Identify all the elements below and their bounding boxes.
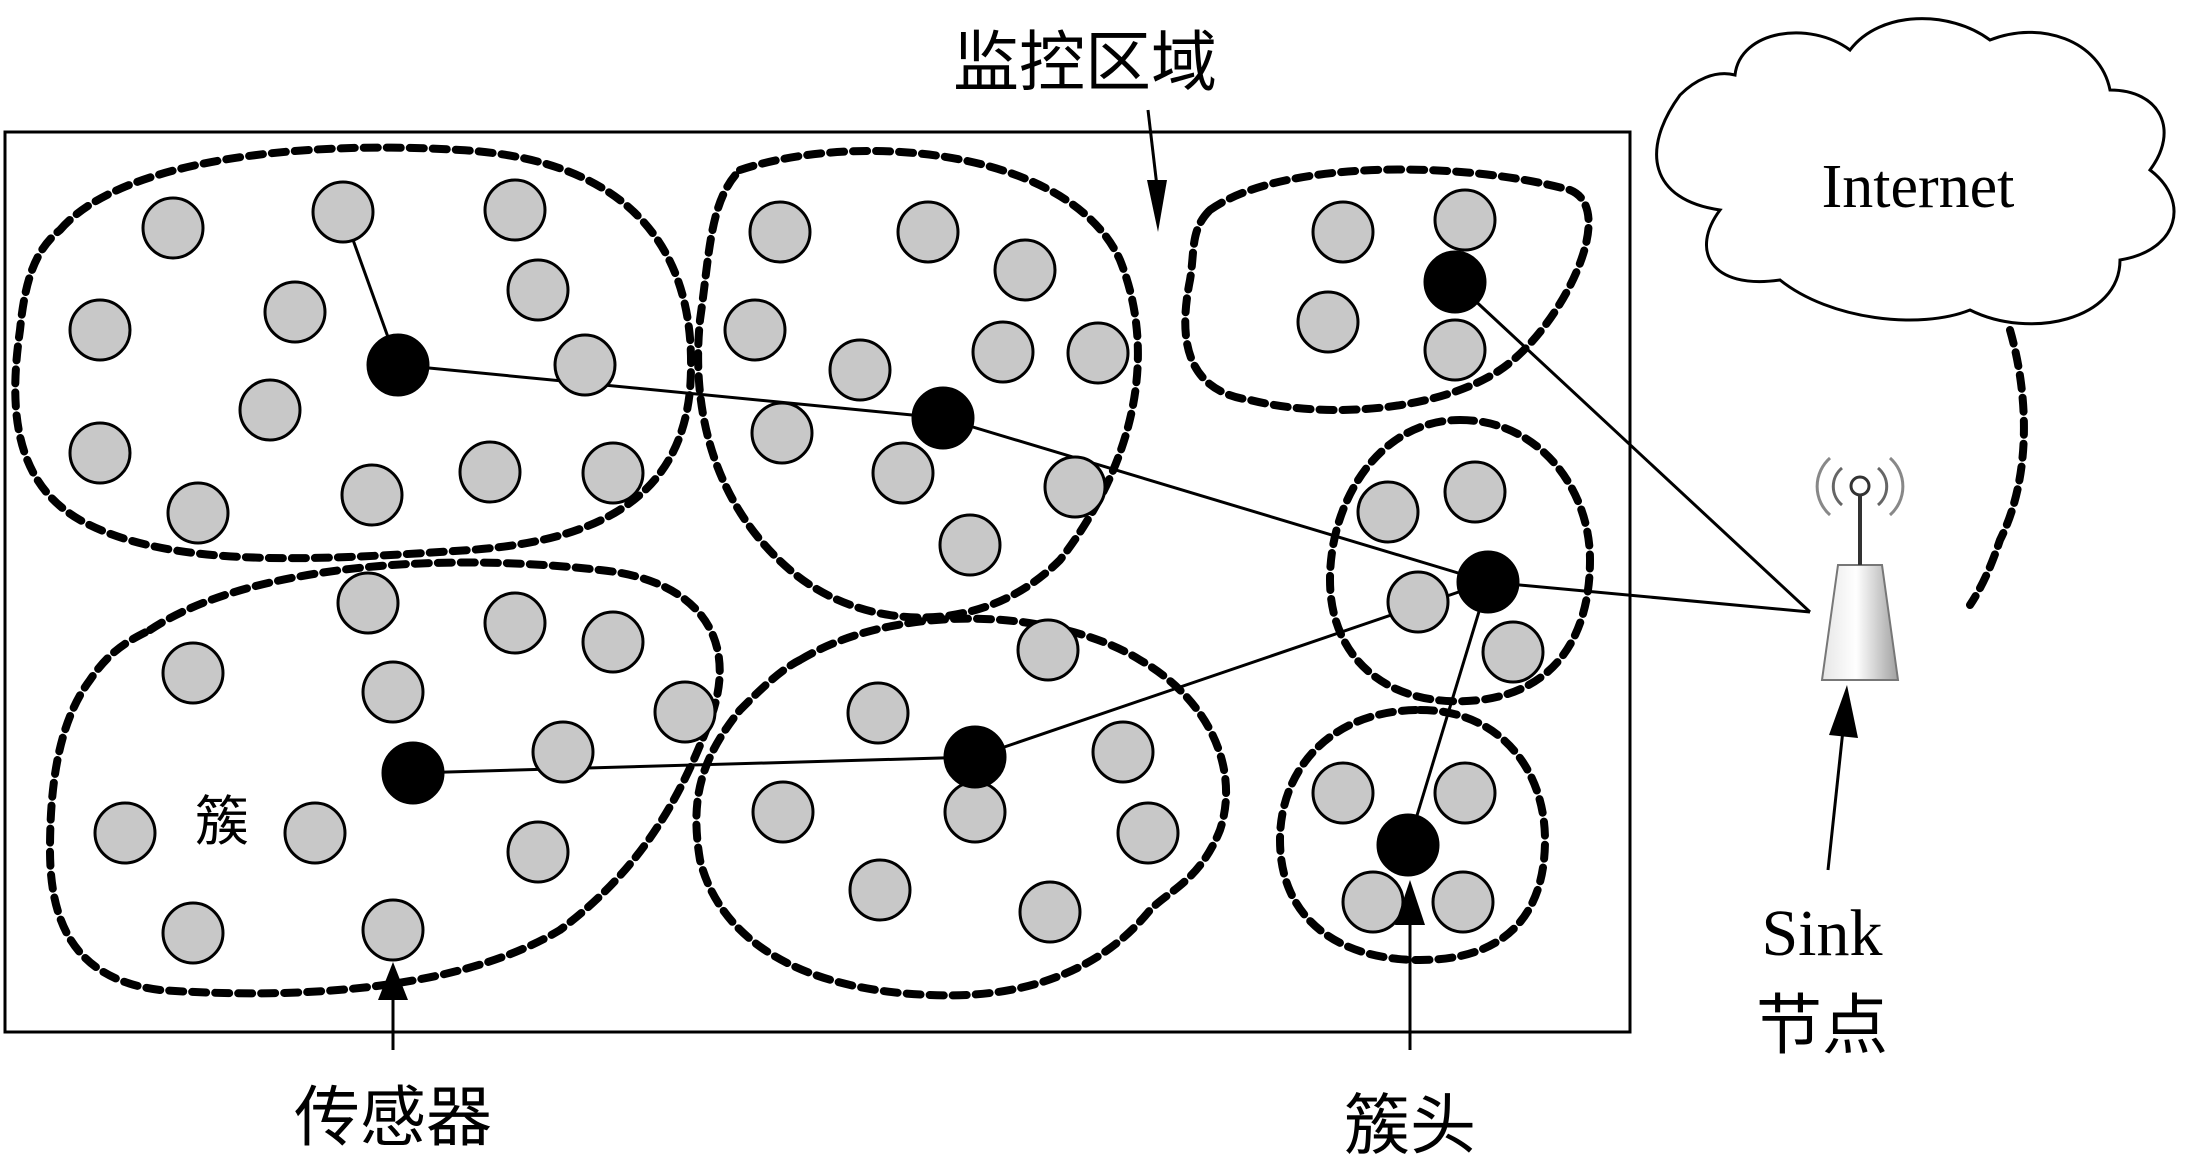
sensor-node — [553, 333, 617, 397]
link-head-5-to-head-6 — [412, 755, 976, 775]
cluster-head-node — [1376, 813, 1440, 877]
cluster-boundary-top-middle — [694, 147, 1142, 622]
cloud-to-sink-link — [1966, 326, 2028, 609]
sensor-label: 传感器 — [294, 1079, 492, 1156]
sensor-node — [161, 641, 225, 705]
cluster-head-node — [911, 386, 975, 450]
sensor-node — [751, 780, 815, 844]
sensor-node — [1311, 761, 1375, 825]
sensor-node — [483, 178, 547, 242]
sensor-node — [531, 720, 595, 784]
sensor-node — [483, 591, 547, 655]
sensor-node — [68, 421, 132, 485]
antenna-tower-icon — [1815, 456, 1905, 681]
sensor-node — [1043, 455, 1107, 519]
cluster-head-node — [366, 333, 430, 397]
sensor-node — [1423, 318, 1487, 382]
sensor-node — [1481, 620, 1545, 684]
cluster-boundary-bottom-right — [1275, 705, 1550, 965]
link-head-3-to-sink — [1453, 280, 1812, 614]
cluster-head-node — [943, 725, 1007, 789]
sensor-node — [1016, 618, 1080, 682]
sensor-node — [1311, 200, 1375, 264]
sensor-node — [361, 898, 425, 962]
sensor-node — [1386, 570, 1450, 634]
sensor-node — [828, 338, 892, 402]
sensor-node — [161, 901, 225, 965]
sensor-node — [68, 298, 132, 362]
sensor-node — [1066, 321, 1130, 385]
sensor-node — [993, 238, 1057, 302]
cluster-boundary-bottom-middle — [692, 614, 1231, 1000]
sensor-node — [723, 298, 787, 362]
sensor-node — [238, 378, 302, 442]
sensor-node — [1356, 480, 1420, 544]
cluster-boundary-bottom-left — [45, 558, 724, 998]
sensor-node — [1431, 870, 1495, 934]
sensor-node — [871, 441, 935, 505]
arrow-sensor — [378, 962, 408, 1050]
cluster-boundary-right-middle — [1325, 415, 1595, 706]
sensor-node — [506, 258, 570, 322]
sensor-node — [311, 180, 375, 244]
sensor-node — [263, 280, 327, 344]
sensor-node — [581, 441, 645, 505]
sensor-node — [1443, 460, 1507, 524]
sensor-node — [848, 858, 912, 922]
sensor-node — [340, 463, 404, 527]
sensor-node — [1341, 870, 1405, 934]
link-head-7-to-head-4 — [1406, 581, 1490, 846]
sensor-node — [1433, 188, 1497, 252]
monitoring-area-label: 监控区域 — [953, 24, 1217, 101]
sensor-node — [653, 680, 717, 744]
sensor-node — [283, 801, 347, 865]
sensor-node — [938, 513, 1002, 577]
sensor-node — [1018, 880, 1082, 944]
cluster-head-node — [1456, 550, 1520, 614]
cluster-boundary-top-left — [11, 143, 695, 563]
sensor-node — [336, 571, 400, 635]
arrow-cluster-head — [1395, 880, 1425, 1050]
sensor-node — [1296, 290, 1360, 354]
arrow-sink — [1826, 685, 1858, 871]
sensor-node — [1116, 801, 1180, 865]
sensor-node — [361, 660, 425, 724]
sensor-node — [748, 200, 812, 264]
link-head-4-to-sink — [1487, 580, 1811, 614]
cluster-head-node — [381, 741, 445, 805]
cluster-label: 簇 — [195, 790, 249, 853]
cloud-icon — [1655, 17, 2176, 326]
sensor-node — [93, 801, 157, 865]
sensor-node — [1433, 761, 1497, 825]
cluster-head-node — [1423, 250, 1487, 314]
sensor-node — [750, 401, 814, 465]
link-head-1-to-head-2 — [397, 363, 944, 420]
cluster-head-label: 簇头 — [1344, 1087, 1476, 1164]
sensor-node — [581, 610, 645, 674]
sensor-node — [1091, 720, 1155, 784]
sensor-node — [943, 780, 1007, 844]
cluster-boundary-top-right — [1181, 165, 1593, 414]
sensor-node — [971, 320, 1035, 384]
sink-label-line2: 节点 — [1756, 987, 1888, 1064]
sink-label-line1: Sink — [1761, 897, 1882, 970]
sensor-node — [506, 820, 570, 884]
monitoring-area-boundary — [3, 130, 1632, 1034]
sensor-node — [166, 481, 230, 545]
sensor-node — [896, 200, 960, 264]
link-head-2-to-head-4 — [942, 416, 1489, 584]
arrow-monitoring-area — [1146, 109, 1167, 232]
sensor-node — [458, 440, 522, 504]
sensor-node — [141, 196, 205, 260]
internet-label: Internet — [1822, 153, 2015, 221]
sensor-node — [846, 681, 910, 745]
